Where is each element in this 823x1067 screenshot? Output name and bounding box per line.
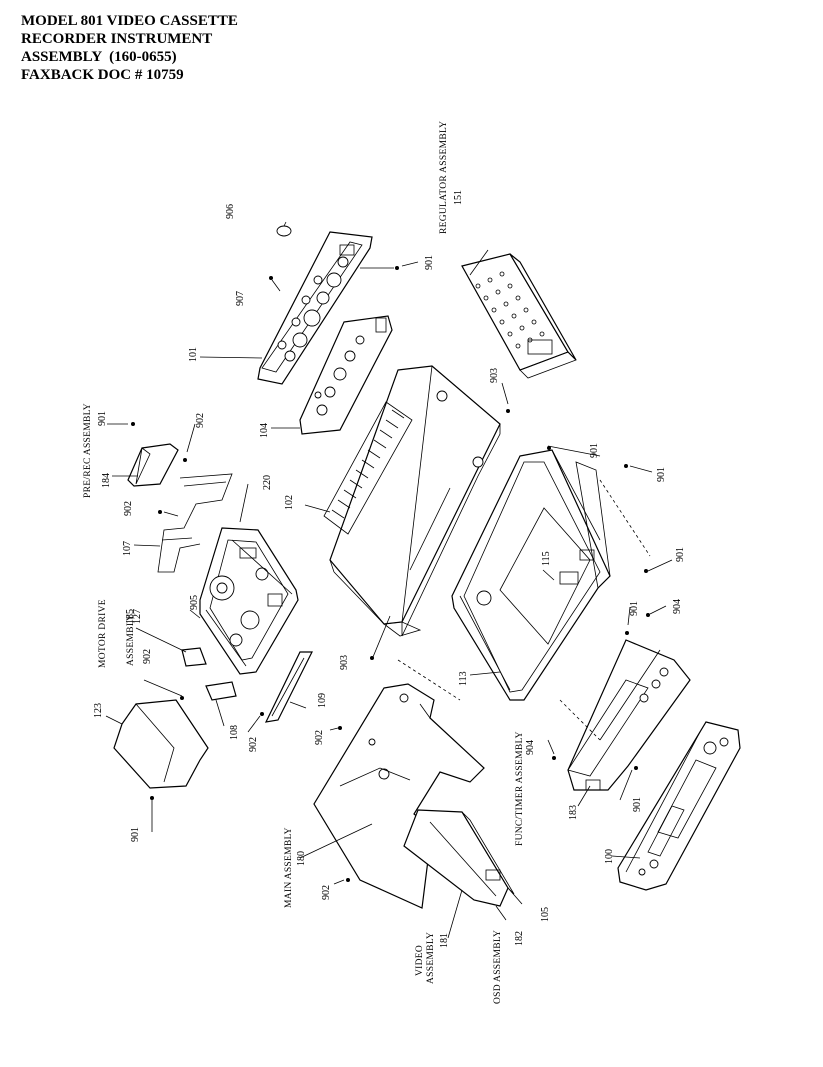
regulator-assembly-151 xyxy=(461,253,577,379)
leader-lines xyxy=(105,221,673,939)
main-assembly-180 xyxy=(313,683,485,909)
label-902-c: 902 xyxy=(142,649,153,664)
chassis-113 xyxy=(451,449,611,701)
assembly-labels: REGULATOR ASSEMBLY PRE/REC ASSEMBLY MOTO… xyxy=(83,121,525,1004)
label-901-b: 901 xyxy=(589,443,600,458)
label-903-a: 903 xyxy=(489,368,500,383)
label-prerec-assembly: PRE/REC ASSEMBLY xyxy=(83,403,93,498)
label-main-assembly: MAIN ASSEMBLY xyxy=(284,827,294,908)
screw-901-h xyxy=(634,766,638,770)
screw-901-d xyxy=(644,569,648,573)
title-line-2: RECORDER INSTRUMENT xyxy=(21,31,213,47)
label-901-f: 901 xyxy=(97,411,108,426)
label-motor-drive-line1: MOTOR DRIVE xyxy=(98,599,108,668)
screw-902-c xyxy=(180,696,184,700)
label-904-b: 904 xyxy=(525,740,536,755)
alignment-guides xyxy=(397,479,651,741)
label-902-d: 902 xyxy=(248,737,259,752)
screw-904-a xyxy=(646,613,650,617)
label-101: 101 xyxy=(188,347,199,362)
label-100: 100 xyxy=(604,849,615,864)
label-180: 180 xyxy=(296,851,307,866)
screw-902-b xyxy=(158,510,162,514)
func-timer-assembly-183 xyxy=(567,639,691,791)
screw-901-a xyxy=(395,266,399,270)
front-panel-100 xyxy=(617,721,741,891)
label-181: 181 xyxy=(439,933,450,948)
mechanism-220 xyxy=(199,527,299,675)
label-104: 104 xyxy=(259,423,270,438)
housing-123 xyxy=(113,699,209,789)
bar-109 xyxy=(264,651,313,723)
label-902-a: 902 xyxy=(195,413,206,428)
screw-901-f xyxy=(131,422,135,426)
label-901-c: 901 xyxy=(656,467,667,482)
screw-903-a xyxy=(506,409,510,413)
label-109: 109 xyxy=(317,693,328,708)
label-osd-assembly: OSD ASSEMBLY xyxy=(493,930,503,1004)
label-183: 183 xyxy=(568,805,579,820)
label-901-a: 901 xyxy=(424,255,435,270)
label-108: 108 xyxy=(229,725,240,740)
bracket-107 xyxy=(157,473,233,573)
label-901-h: 901 xyxy=(632,797,643,812)
document-title: MODEL 801 VIDEO CASSETTE RECORDER INSTRU… xyxy=(21,12,238,84)
label-video-line1: VIDEO xyxy=(415,945,425,976)
label-motor-drive-line2: ASSEMBLY xyxy=(126,614,136,666)
title-line-1: MODEL 801 VIDEO CASSETTE xyxy=(21,13,238,29)
grommet-906 xyxy=(276,225,292,237)
title-line-4: FAXBACK DOC # 10759 xyxy=(21,67,184,83)
screw-904-b xyxy=(552,756,556,760)
screw-902-d xyxy=(260,712,264,716)
label-102: 102 xyxy=(284,495,295,510)
screw-902-f xyxy=(346,878,350,882)
title-line-3: ASSEMBLY (160-0655) xyxy=(21,49,177,65)
label-182: 182 xyxy=(514,931,525,946)
screw-902-a xyxy=(183,458,187,462)
label-107: 107 xyxy=(122,541,133,556)
screw-901-c xyxy=(624,464,628,468)
osd-assembly-182 xyxy=(403,809,515,907)
label-904-a: 904 xyxy=(672,599,683,614)
label-105: 105 xyxy=(540,907,551,922)
label-127: 127 xyxy=(132,609,143,624)
motor-127 xyxy=(181,647,207,667)
label-903-b: 903 xyxy=(339,655,350,670)
top-cover-102 xyxy=(323,365,501,637)
jack-board-104 xyxy=(299,315,393,435)
label-video-line2: ASSEMBLY xyxy=(426,932,436,984)
screw-907 xyxy=(269,276,273,280)
part-labels: 906 907 101 901 151 903 104 102 901 902 … xyxy=(93,190,686,948)
label-906: 906 xyxy=(225,204,236,219)
label-151: 151 xyxy=(453,190,464,205)
label-901-e: 901 xyxy=(629,601,640,616)
prerec-assembly-184 xyxy=(127,443,179,487)
label-113: 113 xyxy=(458,671,469,686)
screw-901-b xyxy=(547,446,551,450)
label-902-b: 902 xyxy=(123,501,134,516)
label-902-f: 902 xyxy=(321,885,332,900)
label-func-timer-assembly: FUNC/TIMER ASSEMBLY xyxy=(515,731,525,846)
label-regulator-assembly: REGULATOR ASSEMBLY xyxy=(439,121,449,234)
bracket-108 xyxy=(205,681,237,701)
label-115: 115 xyxy=(541,551,552,566)
vent-grille xyxy=(323,401,413,535)
rear-panel-101 xyxy=(257,231,373,385)
label-902-e: 902 xyxy=(314,730,325,745)
label-220: 220 xyxy=(262,475,273,490)
label-185: 185 xyxy=(125,609,136,624)
label-901-g: 901 xyxy=(130,827,141,842)
screw-902-e xyxy=(338,726,342,730)
label-123: 123 xyxy=(93,703,104,718)
screw-901-e xyxy=(625,631,629,635)
label-905: 905 xyxy=(189,595,200,610)
label-901-d: 901 xyxy=(675,547,686,562)
screw-901-g xyxy=(150,796,154,800)
label-907: 907 xyxy=(235,291,246,306)
label-184: 184 xyxy=(101,473,112,488)
